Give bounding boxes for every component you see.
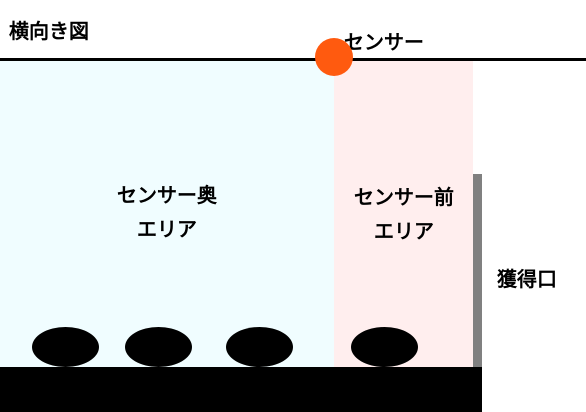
zone-front-label: センサー前 エリア xyxy=(330,180,478,248)
zone-front-area xyxy=(334,61,473,367)
item-2 xyxy=(125,327,192,367)
zone-back-label-line1: センサー奥 xyxy=(117,183,217,207)
zone-back-label-line2: エリア xyxy=(137,217,197,241)
zone-front-label-line1: センサー前 xyxy=(354,185,454,209)
diagram-title: 横向き図 xyxy=(9,19,89,43)
zone-back-area xyxy=(0,61,334,367)
outlet-wall xyxy=(473,174,482,367)
zone-back-label: センサー奥 エリア xyxy=(92,178,242,246)
floor xyxy=(0,367,482,412)
item-3 xyxy=(226,327,293,367)
zone-front-label-line2: エリア xyxy=(374,219,434,243)
sensor-label: センサー xyxy=(344,30,424,54)
outlet-label: 獲得口 xyxy=(497,267,557,291)
ceiling-line xyxy=(0,58,586,61)
sensor-icon xyxy=(315,38,353,76)
item-1 xyxy=(32,327,99,367)
item-4 xyxy=(351,327,418,367)
